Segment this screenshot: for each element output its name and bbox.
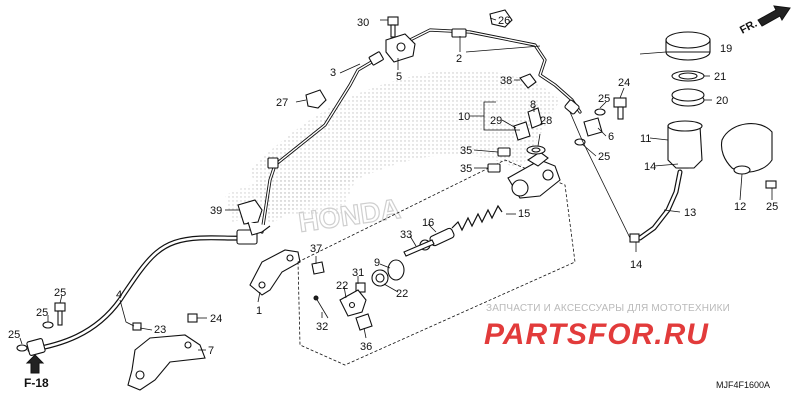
kit-outline (297, 159, 576, 366)
bolt-35-upper (497, 147, 511, 157)
bolt-24-right (613, 97, 627, 120)
reservoir-11 (667, 120, 703, 169)
callout-31: 32 (316, 321, 328, 333)
bolt-35-lower (487, 163, 501, 173)
callout-22-right: 24 (210, 313, 222, 325)
callout-8: 8 (530, 99, 536, 111)
callout-14-upper: 14 (644, 161, 656, 173)
pin-31 (313, 295, 329, 319)
clamp-27 (305, 89, 327, 109)
bolt-23 (765, 180, 777, 189)
callout-23: 25 (766, 201, 778, 213)
bolt-37 (311, 261, 325, 275)
callout-25-left: 25 (36, 307, 48, 319)
bracket-7 (127, 334, 206, 391)
callout-15: 15 (518, 208, 530, 220)
joint-6 (583, 117, 603, 137)
callout-21: 22 (336, 280, 348, 292)
ring-20 (371, 269, 389, 287)
callout-22-left: 23 (154, 324, 166, 336)
hose-joint-8 (527, 107, 543, 129)
callout-18: 20 (716, 95, 728, 107)
bolt-33 (355, 313, 373, 331)
washer-28 (526, 145, 546, 155)
bolt-24-left (54, 302, 66, 326)
pushrod-32 (403, 239, 435, 257)
washer-25-far-left (16, 344, 28, 352)
bracket-39 (237, 199, 271, 236)
nut-30 (355, 282, 366, 293)
clip-14-lower (629, 233, 640, 243)
reference-label: F-18 (24, 376, 49, 390)
plate-19 (671, 70, 705, 82)
watermark-tagline: ЗАПЧАСТИ И АКСЕССУАРЫ ДЛЯ МОТОТЕХНИКИ (486, 303, 731, 314)
bolt-22-b (187, 313, 198, 323)
joint-block (385, 33, 416, 63)
callout-10: 10 (458, 111, 470, 123)
callout-36: 30 (357, 17, 369, 29)
washer-25-left (42, 321, 54, 329)
callout-26: 26 (498, 15, 510, 27)
front-arrow (757, 5, 791, 27)
callout-3: 3 (330, 67, 336, 79)
callout-20: 22 (396, 288, 408, 300)
washer-25-right-top (594, 108, 606, 116)
callout-28: 28 (540, 115, 552, 127)
callout-7: 7 (208, 345, 214, 357)
callout-25-right-top: 25 (598, 93, 610, 105)
diaphragm-18 (671, 88, 705, 107)
clip-26 (489, 9, 513, 28)
clutch-pipe-3 (260, 51, 384, 234)
bracket-1 (249, 249, 301, 296)
callout-12: 13 (684, 207, 696, 219)
boot-9 (387, 259, 405, 281)
callout-30: 31 (352, 267, 364, 279)
callout-35-lower: 35 (460, 163, 472, 175)
cap-17 (665, 31, 711, 61)
reference-arrow (25, 354, 45, 374)
reservoir-hose (637, 169, 683, 241)
callout-17: 19 (720, 43, 732, 55)
bolt-36 (387, 16, 399, 38)
callout-16: 16 (422, 217, 434, 229)
callout-1: 1 (256, 305, 262, 317)
callout-29: 29 (490, 115, 502, 127)
callout-5: 5 (396, 71, 402, 83)
callout-9: 9 (374, 257, 380, 269)
callout-37: 37 (310, 243, 322, 255)
callout-24-left: 25 (54, 287, 66, 299)
callout-25-right-bottom: 25 (598, 151, 610, 163)
callout-24-right: 24 (618, 77, 630, 89)
callout-38: 38 (500, 75, 512, 87)
callout-13: 12 (734, 201, 746, 213)
master-cylinder (507, 151, 561, 199)
washer-29 (513, 121, 531, 141)
clutch-pipe-2 (408, 28, 582, 115)
clip-38 (519, 73, 537, 89)
callout-2: 2 (456, 53, 462, 65)
callout-35-upper: 35 (460, 145, 472, 157)
callout-25-far-left: 25 (8, 329, 20, 341)
callout-14-lower: 14 (630, 259, 642, 271)
callout-39: 39 (210, 205, 222, 217)
callout-6: 6 (608, 131, 614, 143)
callout-19: 21 (714, 71, 726, 83)
callout-labels: 30 26 2 5 3 27 38 10 8 29 28 35 35 39 15… (8, 15, 778, 357)
callout-33: 36 (360, 341, 372, 353)
callout-4: 4 (116, 289, 122, 301)
callout-32: 33 (400, 229, 412, 241)
washer-25-right-bottom (574, 138, 586, 146)
yoke-21 (339, 289, 367, 317)
leader-lines (19, 17, 773, 351)
callout-11: 11 (640, 133, 651, 145)
diagram-code: MJF4F1600A (716, 380, 771, 390)
bolt-22-a (132, 322, 142, 331)
watermark-logo: PARTSFOR.RU (484, 318, 709, 351)
cover-13 (720, 123, 773, 175)
callout-27: 27 (276, 97, 288, 109)
